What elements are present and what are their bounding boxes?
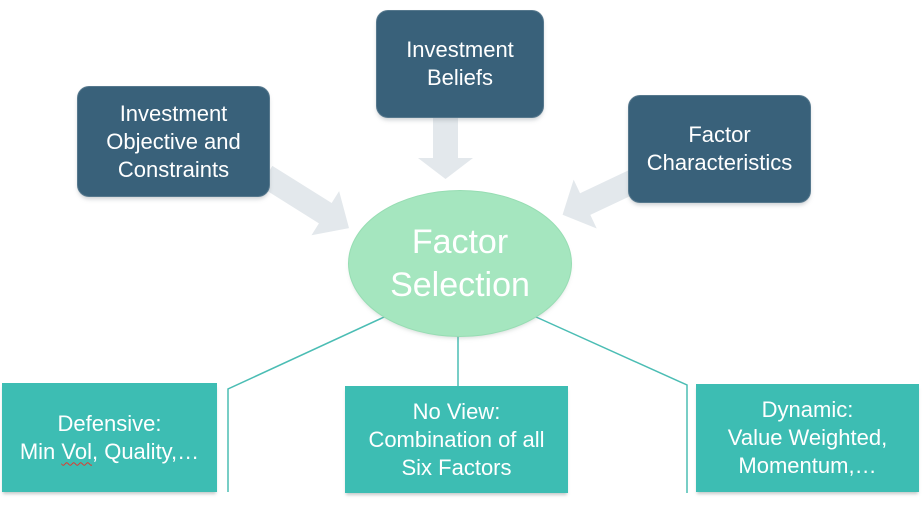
connector-left-elbow-line xyxy=(227,311,396,492)
node-line: Investment xyxy=(406,37,514,62)
node-line: Momentum,… xyxy=(738,453,877,478)
node-line: Selection xyxy=(390,265,530,304)
node-line: Factor xyxy=(688,122,751,147)
node-defensive: Defensive: Min Vol, Quality,… xyxy=(2,383,217,492)
node-line: No View: xyxy=(412,398,501,424)
misspelled-word: Vol xyxy=(61,438,92,464)
node-line: Min Vol, Quality,… xyxy=(20,438,199,466)
node-factor-characteristics: Factor Characteristics xyxy=(628,95,811,203)
down-right-arrow-icon xyxy=(259,165,350,236)
node-line: Dynamic: xyxy=(761,397,854,422)
node-line: Objective and xyxy=(106,128,241,154)
node-line: Value Weighted, xyxy=(727,425,888,450)
node-line: Defensive: xyxy=(57,410,162,436)
node-line: Investment xyxy=(119,100,228,126)
down-arrow-icon xyxy=(418,116,473,179)
node-investment-beliefs: Investment Beliefs xyxy=(376,10,544,118)
node-line-prefix: Min xyxy=(19,438,62,464)
node-dynamic: Dynamic: Value Weighted, Momentum,… xyxy=(696,384,919,492)
node-line: Characteristics xyxy=(646,150,793,175)
node-line-suffix: , Quality,… xyxy=(91,438,200,464)
node-no-view: No View: Combination of all Six Factors xyxy=(345,386,568,493)
node-line: Combination of all xyxy=(368,426,545,452)
node-line: Beliefs xyxy=(426,65,494,90)
node-line: Constraints xyxy=(117,156,230,182)
node-line: Factor xyxy=(411,222,509,261)
node-investment-objective-constraints: Investment Objective and Constraints xyxy=(77,86,270,197)
down-left-arrow-icon xyxy=(562,170,640,229)
node-line: Six Factors xyxy=(401,454,512,480)
connector-right-elbow-line xyxy=(524,311,688,493)
node-factor-selection: Factor Selection xyxy=(348,190,572,337)
